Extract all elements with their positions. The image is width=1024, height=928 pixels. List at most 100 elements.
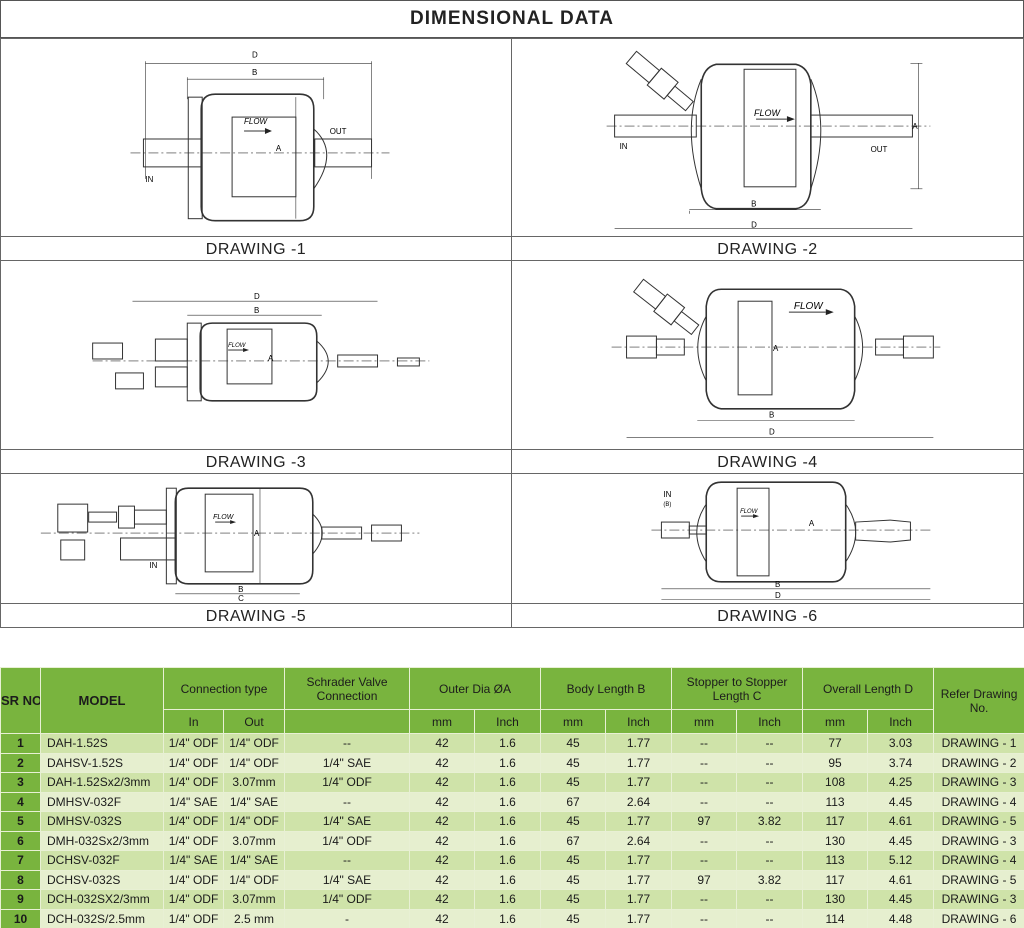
row-conn-out: 1/4" ODF [222,869,286,890]
row-stopper-mm: -- [671,850,738,871]
row-overall-mm: 130 [802,889,869,910]
drawing-5-flow-label: FLOW [213,514,235,521]
row-refer-drawing: DRAWING - 1 [933,733,1024,754]
row-refer-drawing: DRAWING - 3 [933,830,1024,851]
row-conn-in: 1/4" ODF [163,733,224,754]
row-schrader: 1/4" SAE [284,752,411,773]
row-conn-out: 2.5 mm [222,908,286,928]
drawing-panel-1: FLOW IN OUT D B A DRAWING -1 [0,38,512,261]
row-overall-mm: 117 [802,869,869,890]
row-overall-mm: 95 [802,752,869,773]
row-overall-mm: 117 [802,811,869,832]
header-d-inch: Inch [867,709,935,734]
row-stopper-mm: 97 [671,869,738,890]
row-outer-dia-mm: 42 [409,733,476,754]
row-outer-dia-mm: 42 [409,811,476,832]
row-refer-drawing: DRAWING - 2 [933,752,1024,773]
row-outer-dia-inch: 1.6 [474,791,542,812]
drawing-1-out-label: OUT [330,127,347,136]
row-schrader: 1/4" SAE [284,811,411,832]
header-d-mm: mm [802,709,869,734]
row-sr-no: 1 [0,733,41,754]
header-outer-dia: Outer Dia ØA [409,667,542,710]
row-model: DMHSV-032F [40,791,164,812]
row-schrader: 1/4" ODF [284,889,411,910]
drawing-1-dim-d: D [252,50,258,59]
row-conn-out: 1/4" ODF [222,733,286,754]
row-schrader: -- [284,791,411,812]
row-outer-dia-mm: 42 [409,830,476,851]
row-outer-dia-mm: 42 [409,791,476,812]
row-outer-dia-inch: 1.6 [474,752,542,773]
drawing-2-diagram: FLOW IN OUT B D A [606,50,931,230]
header-body-length: Body Length B [540,667,673,710]
row-outer-dia-inch: 1.6 [474,889,542,910]
row-overall-inch: 4.61 [867,869,935,890]
row-outer-dia-mm: 42 [409,908,476,928]
drawing-panel-4: FLOW A B D DRAWING -4 [511,260,1024,474]
row-conn-out: 1/4" ODF [222,752,286,773]
row-schrader: -- [284,850,411,871]
header-b-mm: mm [540,709,607,734]
row-sr-no: 5 [0,811,41,832]
drawing-6-dim-d: D [775,591,781,600]
row-overall-inch: 3.74 [867,752,935,773]
drawing-6-diagram: FLOW IN (B) A B D [651,481,931,601]
drawing-2-caption: DRAWING -2 [512,236,1023,260]
row-stopper-inch: -- [736,830,804,851]
drawing-1-dim-a: A [276,144,282,153]
row-model: DCH-032S/2.5mm [40,908,164,928]
row-refer-drawing: DRAWING - 6 [933,908,1024,928]
drawing-3-dim-b: B [254,306,259,315]
drawing-1-diagram: FLOW IN OUT D B A [130,50,390,222]
row-body-length-inch: 1.77 [605,889,673,910]
row-schrader: 1/4" ODF [284,772,411,793]
drawing-panel-2: FLOW IN OUT B D A DRAWING -2 [511,38,1024,261]
row-model: DCH-032SX2/3mm [40,889,164,910]
drawing-5-caption: DRAWING -5 [1,603,511,627]
row-refer-drawing: DRAWING - 4 [933,791,1024,812]
row-body-length-mm: 45 [540,908,607,928]
row-overall-inch: 4.45 [867,791,935,812]
row-outer-dia-inch: 1.6 [474,772,542,793]
drawing-6-caption: DRAWING -6 [512,603,1023,627]
drawing-5-dim-b: B [238,585,243,594]
drawing-1-flow-label: FLOW [244,117,268,126]
drawing-1-dim-b: B [252,68,257,77]
row-stopper-inch: -- [736,908,804,928]
row-stopper-inch: 3.82 [736,869,804,890]
row-outer-dia-inch: 1.6 [474,733,542,754]
drawing-3-diagram: FLOW D B A [92,292,430,402]
row-sr-no: 6 [0,830,41,851]
drawing-4-dim-a: A [773,344,779,353]
row-model: DAH-1.52Sx2/3mm [40,772,164,793]
row-schrader: -- [284,733,411,754]
row-overall-mm: 113 [802,850,869,871]
drawing-2-out-label: OUT [871,145,888,154]
row-model: DCHSV-032S [40,869,164,890]
header-schrader-blank [284,709,411,734]
row-overall-mm: 108 [802,772,869,793]
row-model: DMH-032Sx2/3mm [40,830,164,851]
drawing-panel-3: FLOW D B A DRAWING -3 [0,260,512,474]
drawing-5-dim-c: C [238,594,244,603]
row-stopper-mm: 97 [671,811,738,832]
page-title: DIMENSIONAL DATA [0,0,1024,38]
row-conn-out: 3.07mm [222,772,286,793]
row-conn-in: 1/4" ODF [163,752,224,773]
row-outer-dia-mm: 42 [409,869,476,890]
row-body-length-inch: 1.77 [605,811,673,832]
row-body-length-mm: 45 [540,733,607,754]
row-body-length-inch: 2.64 [605,791,673,812]
dimension-table: SR NO. MODEL Connection type Schrader Va… [0,667,1024,928]
drawing-6-dim-b: B [775,580,780,589]
row-body-length-mm: 67 [540,830,607,851]
row-outer-dia-inch: 1.6 [474,850,542,871]
header-b-inch: Inch [605,709,673,734]
drawing-panel-5: FLOW IN B C A DRAWING -5 [0,473,512,628]
